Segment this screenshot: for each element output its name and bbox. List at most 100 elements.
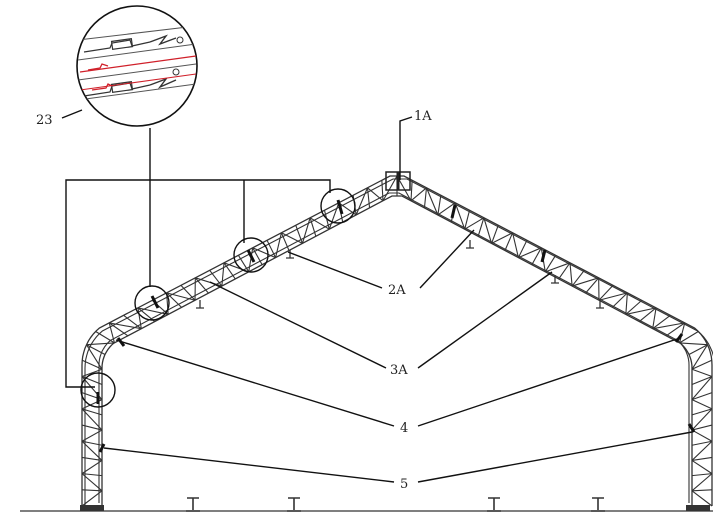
vertical-member (665, 322, 686, 337)
lacing-member (483, 217, 493, 244)
connector-plate (540, 249, 547, 263)
outer-chord-edge (84, 178, 713, 509)
vertical-member (598, 284, 614, 301)
lacing-member (137, 307, 142, 329)
vertical-member (679, 331, 699, 344)
vertical-member (381, 180, 384, 201)
lacing-member (691, 490, 713, 507)
vertical-member (166, 292, 182, 308)
detail-marker-circle (233, 237, 269, 273)
vertical-member (266, 240, 277, 258)
lacing-member (86, 344, 103, 370)
vertical-member (252, 247, 263, 265)
vertical-member (81, 489, 103, 492)
ground-post (186, 497, 200, 512)
ground-post (591, 497, 605, 512)
vertical-member (81, 456, 103, 461)
label-3a: 3A (390, 363, 408, 378)
lacing-member (691, 344, 708, 370)
lacing-member (691, 376, 713, 401)
label-4: 4 (400, 421, 408, 436)
lacing-member (166, 292, 196, 301)
vertical-member (137, 307, 156, 322)
base-plates (80, 505, 710, 511)
lacing-member (464, 217, 485, 230)
vertical-member (652, 314, 671, 330)
lacing-member (81, 459, 103, 475)
label-5: 5 (400, 477, 408, 492)
detail-markers (80, 188, 356, 408)
vertical-member (237, 255, 250, 273)
lacing-member (679, 322, 686, 344)
vertical-member (638, 307, 657, 322)
detail-marker-circle (80, 372, 116, 408)
ground-anchor-posts (186, 497, 605, 512)
lacing-member (512, 232, 519, 258)
ground-post (287, 497, 301, 512)
vertical-member (309, 217, 317, 237)
portal-truss-frame (81, 171, 713, 509)
vertical-member (180, 284, 196, 301)
lacing-member (252, 247, 276, 259)
vertical-member (691, 424, 713, 431)
vertical-member (464, 210, 471, 230)
lacing-member (137, 307, 169, 316)
vertical-member (223, 262, 236, 280)
lacing-member (166, 292, 169, 315)
lacing-member (81, 408, 103, 431)
lacing-member (81, 473, 103, 492)
lacing-member (691, 473, 713, 492)
lacing-member (691, 440, 713, 461)
vertical-member (688, 344, 708, 356)
vertical-member (517, 240, 528, 258)
vertical-member (491, 225, 499, 244)
inner-chord-edge (98, 192, 690, 503)
vertical-member (625, 299, 643, 315)
lacing-member (652, 322, 685, 330)
vertical-member (691, 473, 713, 477)
vertical-member (86, 344, 106, 356)
detail-marker-circle (134, 285, 170, 321)
purlin-hanger (466, 240, 474, 249)
vertical-member (81, 440, 103, 446)
vertical-member (81, 408, 103, 416)
lacing-member (679, 342, 708, 346)
vertical-member (691, 456, 713, 461)
vertical-member (691, 359, 712, 370)
vertical-member (691, 408, 713, 416)
connector-plate (98, 443, 106, 453)
lacing-member (691, 408, 713, 431)
lacing-member (625, 292, 628, 315)
ground-post (487, 497, 501, 512)
lacing-member (275, 232, 282, 258)
vertical-member (280, 232, 290, 251)
vertical-member (691, 392, 713, 401)
lacing-member (425, 187, 439, 216)
lacing-member (382, 175, 398, 202)
vertical-member (108, 322, 129, 337)
lacing-member (81, 429, 103, 442)
lacing-member (309, 217, 330, 230)
lacing-member (328, 202, 340, 230)
lacing-member (281, 232, 303, 244)
purlin-hanger (551, 275, 559, 284)
lacing-member (410, 187, 427, 202)
lacing-member (81, 440, 103, 461)
connector-plate (150, 295, 160, 309)
purlin-hanger (196, 300, 204, 309)
vertical-member (691, 375, 713, 385)
label-23: 23 (36, 113, 53, 128)
vertical-member (504, 232, 514, 251)
lacing-member (598, 292, 628, 301)
lacing-member (691, 459, 713, 475)
vertical-member (544, 255, 557, 273)
vertical-member (531, 247, 542, 265)
vertical-member (477, 217, 485, 237)
lacing-member (86, 342, 115, 346)
vertical-member (691, 489, 713, 492)
purlin-hanger (286, 250, 294, 259)
connector-plate (246, 249, 256, 263)
lacing-member (81, 490, 103, 507)
lacing-member (625, 307, 657, 316)
